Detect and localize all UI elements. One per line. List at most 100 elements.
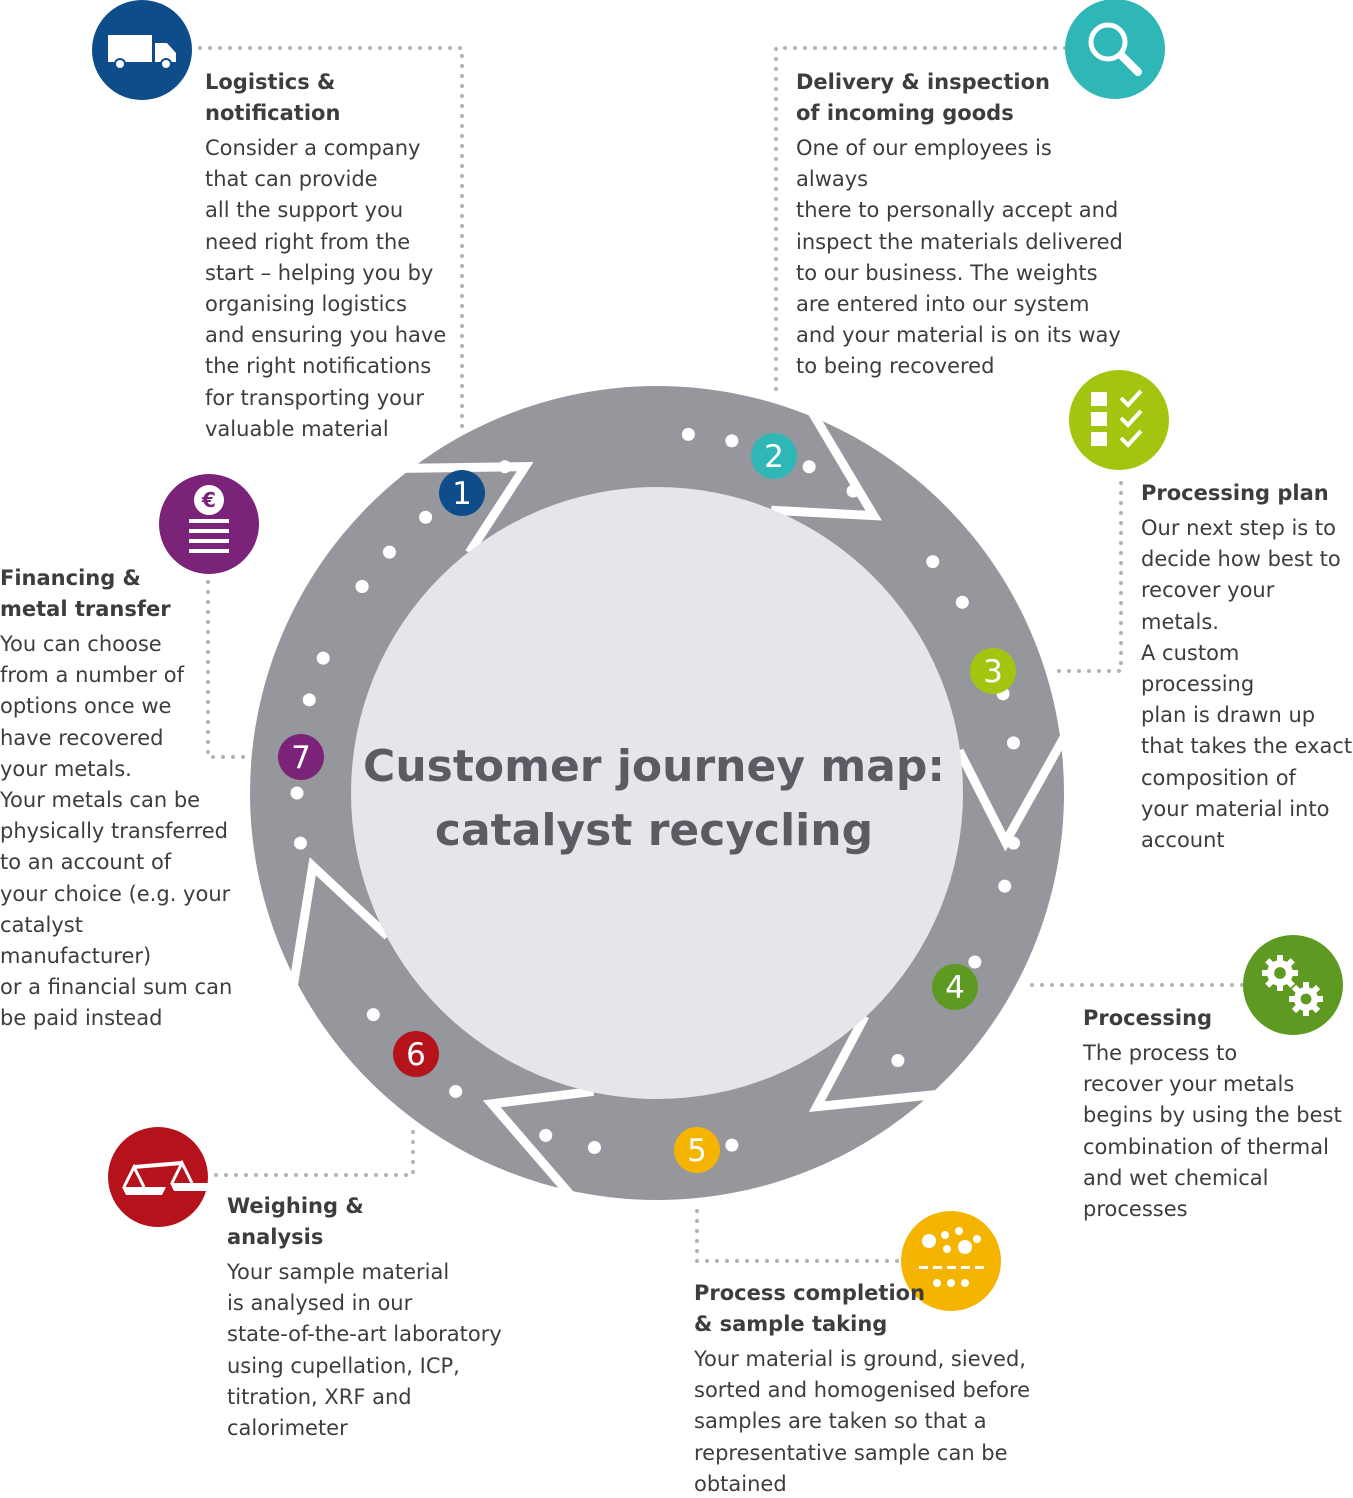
ring-dot [294,836,308,850]
step-6-icon-badge [108,1127,208,1227]
ring-dot [539,1128,553,1142]
ring-dot [316,651,330,665]
step-3-heading: Processing plan [1141,481,1329,505]
scale-pan [170,1183,214,1191]
step-7-marker: 7 [278,734,324,780]
step-4-marker-circle [932,964,978,1010]
ring-dot [968,955,982,969]
sieve-line [961,1266,970,1269]
step-2-marker: 2 [751,433,797,479]
ring-dot [955,595,969,609]
scale-icon [108,1127,214,1227]
segment-separator-5 [482,1086,595,1199]
document-line [189,519,229,523]
scale-beam [133,1161,183,1169]
document-line [189,529,229,533]
connector-line-7 [206,580,246,759]
step-6-text-block: Weighing & analysis Your sample material… [227,1191,507,1444]
step-2-heading: Delivery & inspection of incoming goods [796,70,1050,125]
ring-dot [725,434,739,448]
particle [933,1279,941,1287]
ring-dot [290,786,304,800]
truck-icon [92,0,192,100]
magnifier-icon [1065,0,1165,99]
truck-cargo [108,35,152,62]
step-4-text-block: Processing The process to recover your m… [1083,1003,1348,1225]
step-3-text-block: Processing plan Our next step is to deci… [1141,478,1353,856]
truck-cab [155,43,176,62]
ring-dot [926,555,940,569]
scale-arm [122,1163,146,1188]
document-line [189,539,229,543]
ring-dot [449,1084,463,1098]
ring-dot [1006,736,1020,750]
step-6-marker: 6 [393,1031,439,1077]
connector-line-2 [774,46,1067,400]
particle [955,1227,963,1235]
ring-dot [302,693,316,707]
particle [943,1245,951,1253]
step-7-heading: Financing & metal transfer [0,566,171,621]
gear-hole [1300,993,1312,1005]
checklist-tick [1119,389,1143,408]
checklist-icon [1069,370,1169,470]
particle [922,1234,936,1248]
step-1-marker: 1 [439,470,485,516]
particles-icon [901,1211,1001,1311]
step-3-number: 3 [983,654,1003,690]
center-circle [351,487,963,1099]
ring-dot [382,545,396,559]
particle [947,1279,955,1287]
connector-line-6 [214,1123,415,1177]
document-line [189,549,229,553]
sieve-line [947,1266,956,1269]
step-4-number: 4 [945,970,965,1006]
magnifier-lens [1088,22,1128,62]
step-3-description: Our next step is to decide how best to r… [1141,516,1353,853]
ring-dot [366,1008,380,1022]
sieve-line [933,1266,942,1269]
checklist-tick [1119,429,1143,448]
step-4-marker: 4 [932,964,978,1010]
step-2-marker-circle [751,433,797,479]
step-6-description: Your sample material is analysed in our … [227,1260,502,1441]
step-1-text-block: Logistics & notification Consider a comp… [205,67,455,445]
euro-symbol: € [201,488,216,512]
step-2-number: 2 [764,439,784,475]
segment-separator-4 [808,1013,939,1112]
ring-dot [846,484,860,498]
euro-document-icon: € [159,474,259,574]
sieve-line [975,1266,984,1269]
step-5-marker: 5 [674,1127,720,1173]
step-6-marker-circle [393,1031,439,1077]
step-3-marker: 3 [970,648,1016,694]
step-7-marker-circle [278,734,324,780]
step-7-number: 7 [291,740,311,776]
ring-dot [1006,836,1020,850]
particle [961,1279,969,1287]
sieve-line [919,1266,928,1269]
ring-dot [998,879,1012,893]
connector-line-3 [1048,481,1123,673]
step-1-heading: Logistics & notification [205,70,341,125]
ring-dot [891,1054,905,1068]
connector-line-1 [198,46,464,434]
step-1-number: 1 [452,476,472,512]
segment-separator-6 [288,857,391,988]
step-7-icon-badge [159,474,259,574]
particle [958,1240,972,1254]
ring-dot [725,1138,739,1152]
step-4-description: The process to recover your metals begin… [1083,1041,1342,1222]
step-3-marker-circle [970,648,1016,694]
segment-separator-1 [403,462,534,556]
gears-icon [1243,935,1343,1035]
checklist-box [1091,412,1107,426]
scale-pan [122,1187,166,1195]
particle [973,1235,981,1243]
gear-hole [1274,967,1286,979]
ring-dot [681,427,695,441]
checklist-tick [1119,409,1143,428]
connector-line-5 [695,1201,899,1263]
